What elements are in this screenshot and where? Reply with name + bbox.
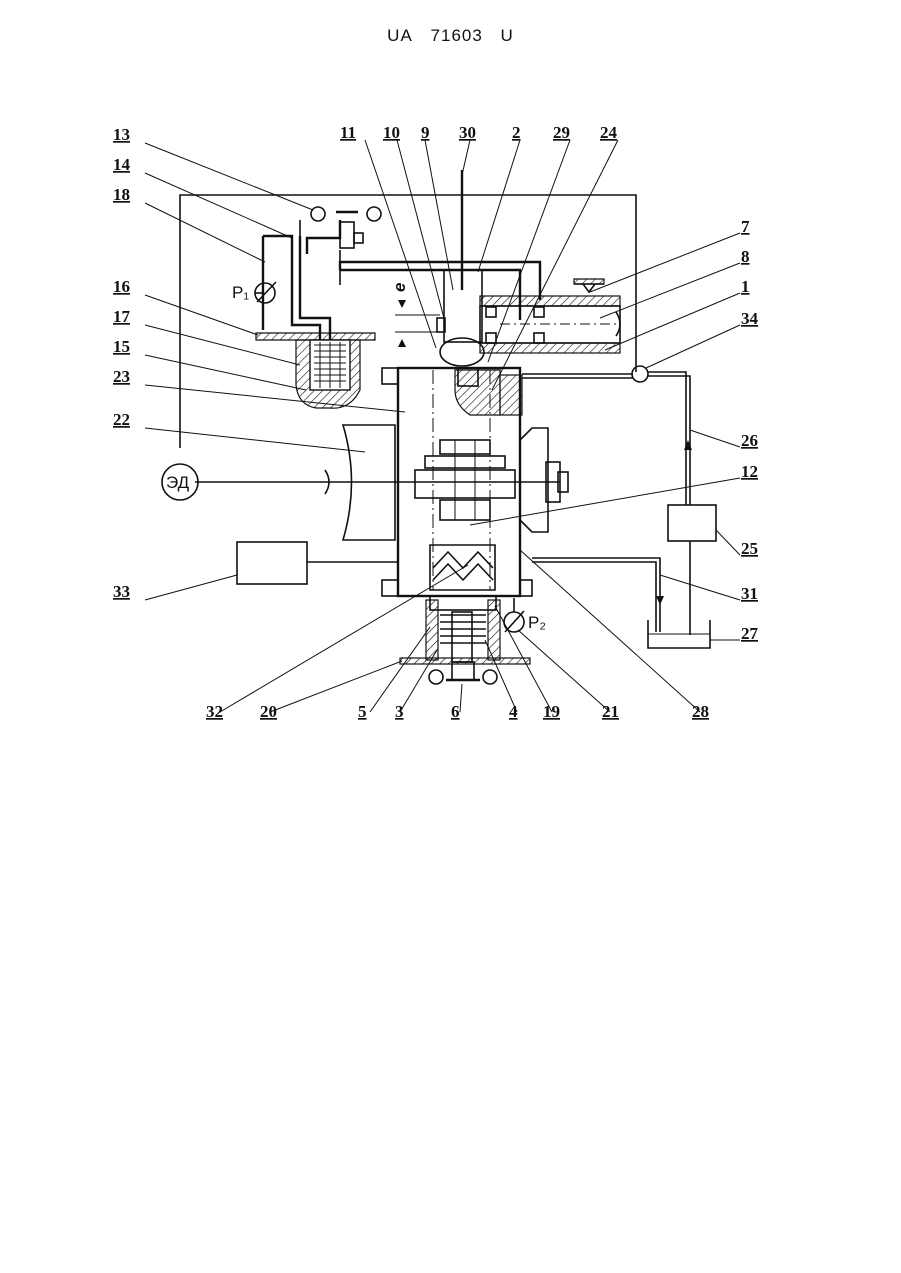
label-11: 11 [340,123,356,142]
grinding-wheel [195,425,560,540]
label-29: 29 [553,123,570,142]
label-15: 15 [113,337,130,356]
magnet-support [256,333,375,408]
label-32: 32 [206,702,223,721]
label-31: 31 [741,584,758,603]
gap-label: e [390,283,409,292]
label-33: 33 [113,582,130,601]
label-9: 9 [421,123,430,142]
label-5: 5 [358,702,367,721]
label-13: 13 [113,125,130,144]
spring-assembly [400,596,530,684]
label-8: 8 [741,247,750,266]
label-21: 21 [602,702,619,721]
p1-label: P₁ [232,283,249,302]
control-frame [180,195,636,448]
control-block-33 [237,542,398,584]
label-6: 6 [451,702,460,721]
electric-motor: ЭД [162,464,198,500]
label-26: 26 [741,431,758,450]
label-28: 28 [692,702,709,721]
label-1: 1 [741,277,750,296]
label-16: 16 [113,277,130,296]
label-14: 14 [113,155,131,174]
label-2: 2 [512,123,521,142]
motor-label: ЭД [166,473,190,492]
label-27: 27 [741,624,759,643]
label-10: 10 [383,123,400,142]
leader-lines [145,140,740,712]
roller [437,170,484,366]
label-17: 17 [113,307,131,326]
label-20: 20 [260,702,277,721]
label-3: 3 [395,702,404,721]
pressure-gauge-p1: P₁ [232,282,276,303]
hydraulic-circuit [522,366,716,648]
label-34: 34 [741,309,759,328]
upper-shaft [480,279,620,353]
label-25: 25 [741,539,758,558]
p2-label: P₂ [528,613,546,632]
label-24: 24 [600,123,618,142]
pressure-gauge-p2: P₂ [504,598,546,632]
label-30: 30 [459,123,476,142]
label-19: 19 [543,702,560,721]
label-4: 4 [509,702,518,721]
label-18: 18 [113,185,130,204]
label-7: 7 [741,217,750,236]
lever-assembly [263,207,540,345]
label-12: 12 [741,462,758,481]
label-22: 22 [113,410,130,429]
label-23: 23 [113,367,130,386]
